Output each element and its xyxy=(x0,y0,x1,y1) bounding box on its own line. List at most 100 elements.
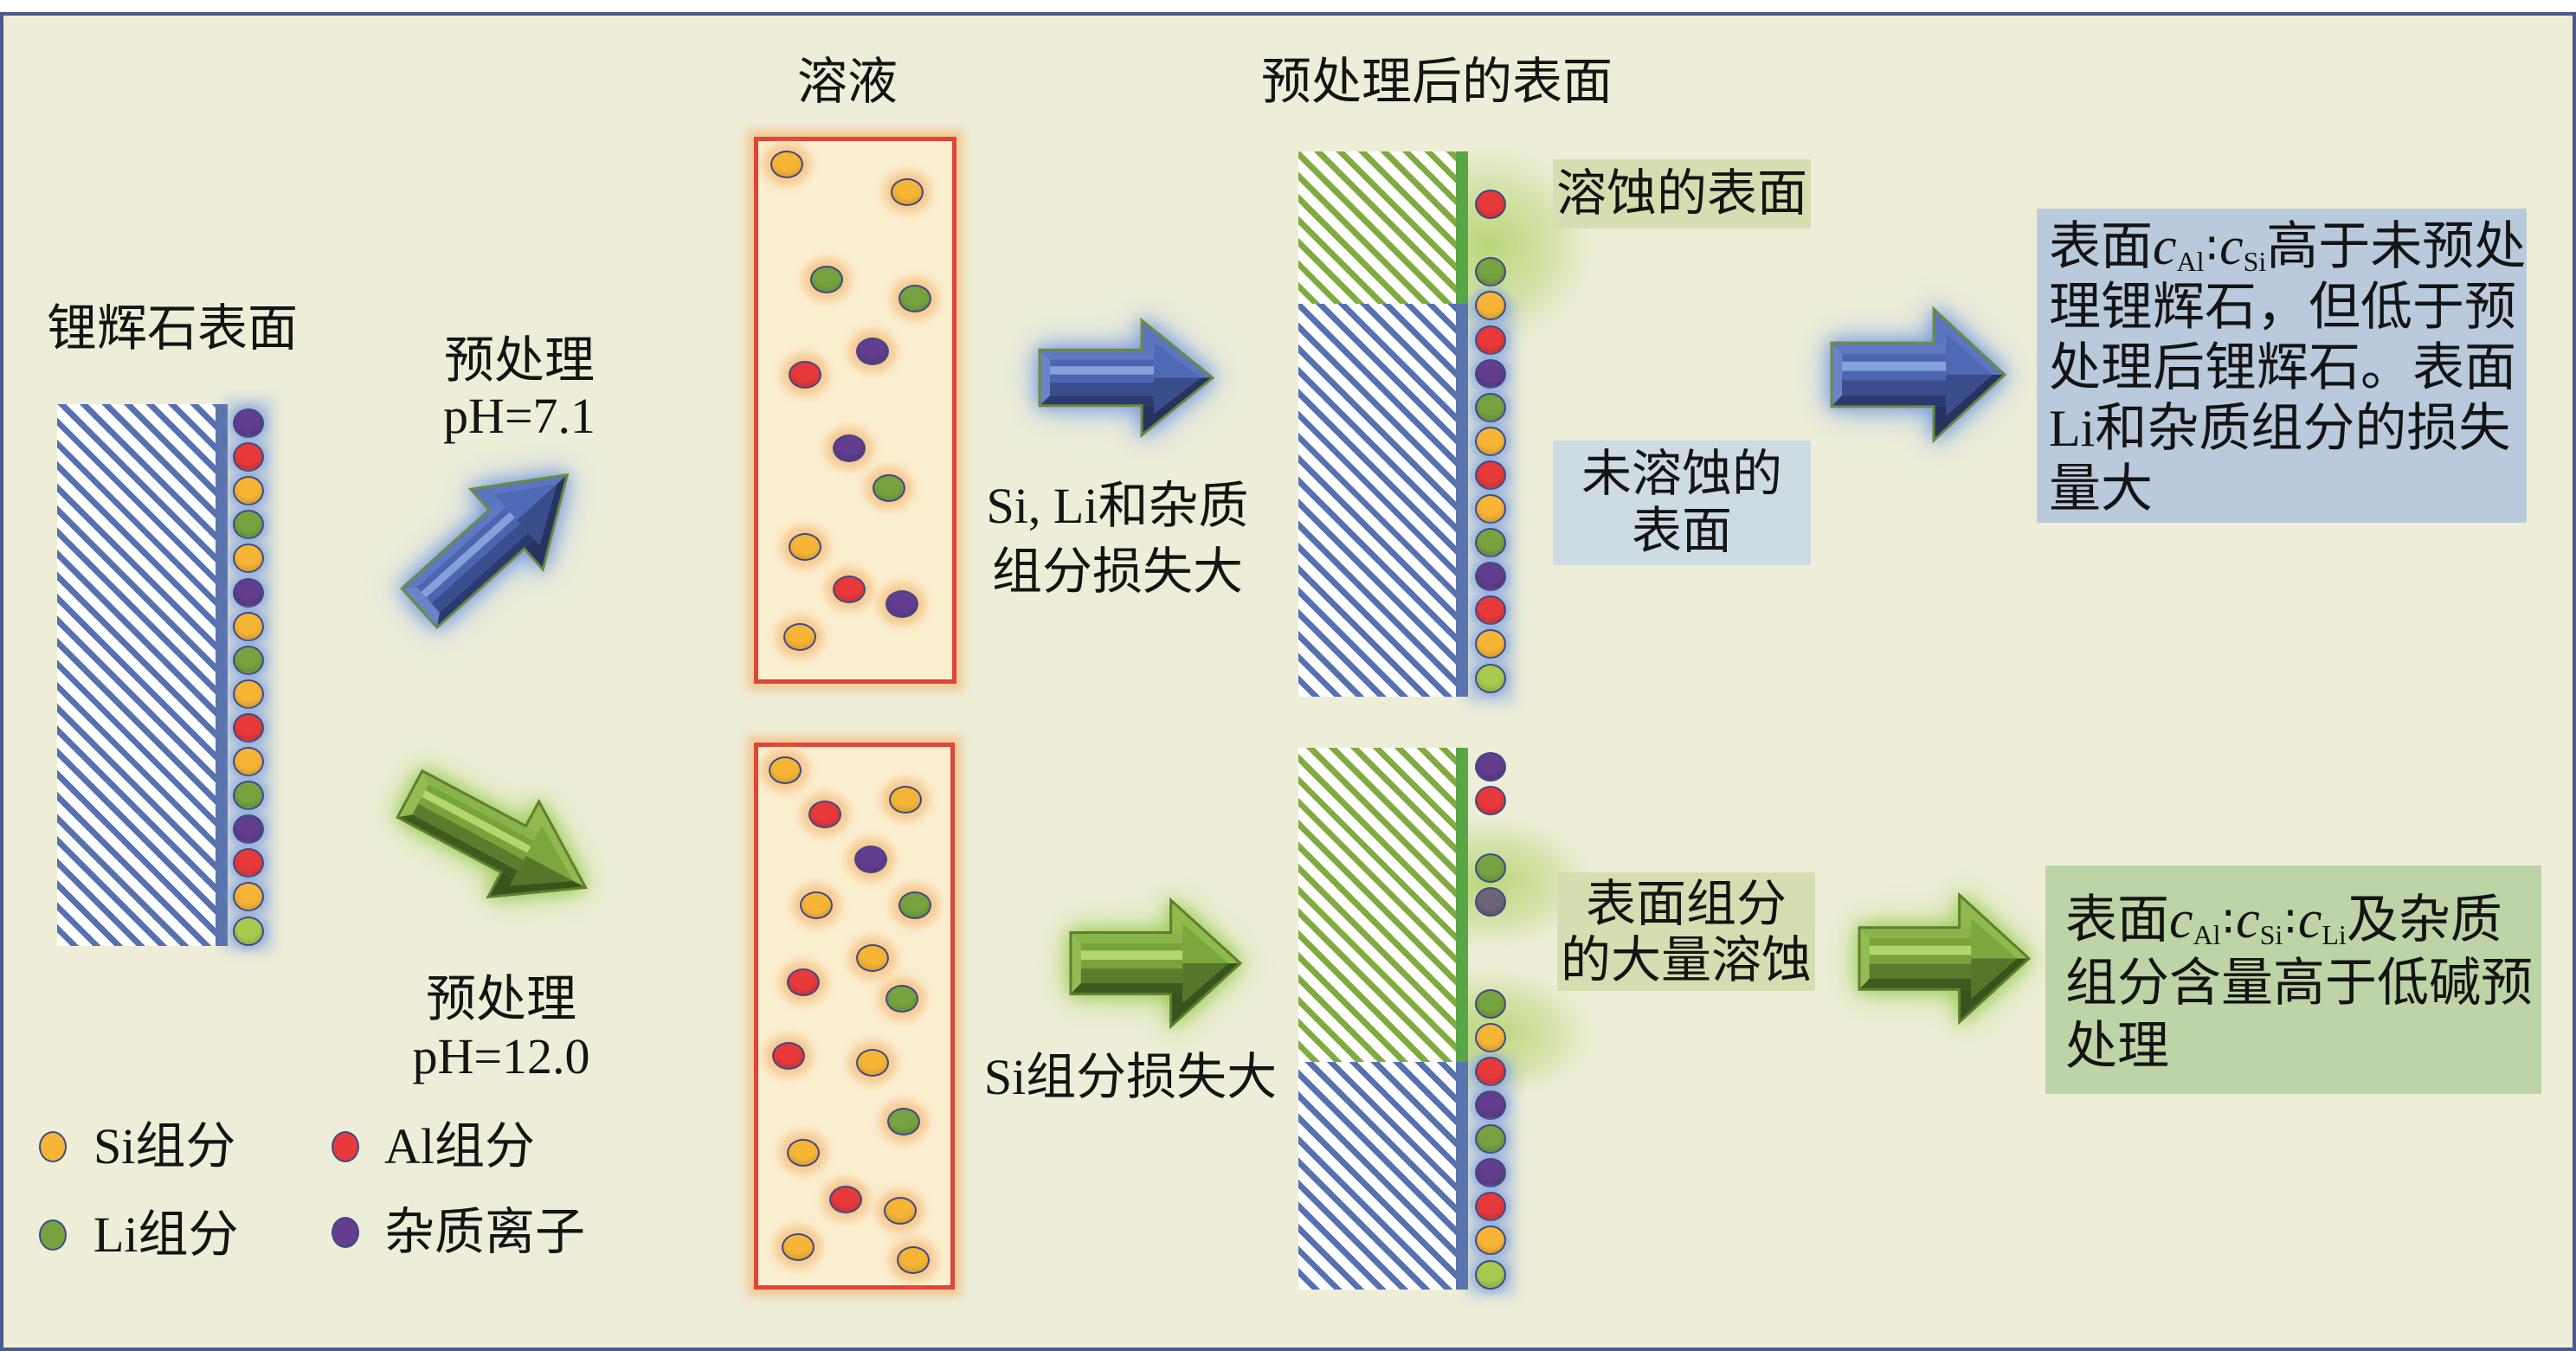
loss-high-ph-text: Si组分损失大 xyxy=(983,1049,1278,1105)
particle-impurity xyxy=(833,434,866,462)
etched-surface-layer xyxy=(1456,748,1468,1063)
formula-prefix: 表面 xyxy=(2065,891,2169,949)
arrow-top-bevel xyxy=(1071,932,1183,944)
conclusion-line: 处理 xyxy=(2065,1018,2169,1075)
particle-si xyxy=(1475,494,1506,524)
particle-si xyxy=(1475,291,1506,321)
arrow-outline xyxy=(384,746,611,935)
etched-layer xyxy=(1298,151,1456,305)
concentration-symbol: c xyxy=(2236,891,2260,949)
arrow-outline xyxy=(1832,309,2005,441)
particle-li xyxy=(233,781,264,811)
legend-al-dot xyxy=(332,1131,359,1162)
particle-al xyxy=(808,801,841,828)
treated-surface-layer-high-ph xyxy=(1456,748,1468,1290)
particle-impurity xyxy=(1475,1158,1506,1188)
particle-si xyxy=(891,178,924,206)
particle-si xyxy=(770,151,803,178)
arrow-left-bevel xyxy=(1040,350,1050,406)
arrow-head-upper-face xyxy=(1971,918,2018,959)
particle-al xyxy=(1475,1192,1506,1222)
particle-li xyxy=(1475,528,1506,558)
particle-si xyxy=(787,1139,820,1167)
particle-si xyxy=(800,891,833,919)
pretreat-high-ph-label: 预处理 pH=12.0 xyxy=(371,971,631,1085)
arrow-highlight xyxy=(1080,950,1183,960)
etched-layer xyxy=(1298,748,1456,1063)
legend-li-dot xyxy=(39,1219,67,1251)
particle-si xyxy=(769,756,802,784)
conclusion-line: 组分含量高于低碱预 xyxy=(2065,955,2533,1012)
particle-si xyxy=(233,476,264,506)
legend-si-dot xyxy=(39,1131,67,1162)
arrow-top-bevel xyxy=(1859,927,1972,939)
particle-al xyxy=(789,361,821,389)
treated-surface-title: 预处理后的表面 xyxy=(1261,54,1613,110)
label-line: 的大量溶蚀 xyxy=(1560,931,1812,988)
particle-al xyxy=(1475,595,1506,626)
arrow-right-icon xyxy=(1040,320,1213,435)
particle-si xyxy=(1475,1226,1506,1256)
particle-li-light xyxy=(233,916,264,946)
particle-si xyxy=(1475,629,1506,659)
arrow-highlight xyxy=(422,789,531,853)
formula-suffix: 及杂质 xyxy=(2346,891,2502,949)
arrow-down-right-icon xyxy=(384,746,611,935)
particle-li xyxy=(887,1108,920,1135)
concentration-symbol: c xyxy=(2153,217,2177,276)
particle-al xyxy=(833,576,866,603)
particle-impurity xyxy=(1475,1090,1506,1120)
conclusion-line: 理锂辉石，但低于预 xyxy=(2049,279,2516,336)
particle-si xyxy=(783,623,816,651)
conclusion-low-ph: 表面cAl∶cSi高于未预处 理锂辉石，但低于预 处理后锂辉石。表面 Li和杂质… xyxy=(2037,209,2527,523)
pretreat-low-title: 预处理 xyxy=(443,332,595,389)
particle-si xyxy=(1475,1022,1506,1052)
particle-li xyxy=(1475,1124,1506,1155)
arrow-top-bevel xyxy=(1832,343,1946,355)
particle-impurity xyxy=(1475,562,1506,592)
arrow-top-bevel xyxy=(1040,350,1154,360)
arrow-highlight xyxy=(1842,361,1946,371)
particle-impurity xyxy=(886,590,918,618)
unetched-surface-label: 未溶蚀的 表面 xyxy=(1553,441,1811,565)
particle-al xyxy=(1475,325,1506,355)
arrow-left-bevel xyxy=(1071,932,1081,994)
particle-li xyxy=(810,266,843,293)
particle-al xyxy=(772,1042,805,1070)
solution-title: 溶液 xyxy=(796,54,898,110)
arrow-shadow-band xyxy=(1842,380,1946,396)
particle-si xyxy=(856,944,889,972)
raw-surface-layer xyxy=(216,404,228,946)
label-line: 表面 xyxy=(1631,503,1732,559)
etched-surface-layer xyxy=(1456,151,1468,305)
legend-li-label: Li组分 xyxy=(93,1206,239,1263)
particle-si xyxy=(233,679,264,709)
legend-si-label: Si组分 xyxy=(93,1118,236,1174)
arrow-shadow-band xyxy=(1080,968,1183,983)
particle-li xyxy=(898,285,931,312)
arrow-right-icon xyxy=(1859,895,2029,1022)
ratio-separator: ∶ xyxy=(2206,225,2219,274)
particle-li-light xyxy=(1475,1259,1506,1290)
arrow-outline xyxy=(1071,900,1240,1026)
arrow-left-bevel xyxy=(397,770,428,818)
particle-al xyxy=(1475,190,1506,220)
conclusion-formula-line: 表面cAl∶cSi高于未预处 xyxy=(2049,216,2527,277)
particle-impurity-faded xyxy=(1475,887,1506,917)
etched-surface-label: 溶蚀的表面 xyxy=(1553,159,1811,228)
arrow-head-upper-face xyxy=(525,826,574,881)
particle-si xyxy=(1475,426,1506,456)
particle-li xyxy=(1475,257,1506,287)
arrow-head-upper-bevel xyxy=(525,801,586,888)
treated-surface-layer-low-ph xyxy=(1456,151,1468,697)
arrow-highlight xyxy=(1869,945,1972,955)
particle-impurity xyxy=(233,577,264,608)
legend-impurity-dot xyxy=(332,1217,359,1248)
conclusion-high-ph: 表面cAl∶cSi∶cLi及杂质 组分含量高于低碱预 处理 xyxy=(2045,865,2541,1094)
particle-impurity xyxy=(856,338,889,365)
particle-impurity xyxy=(233,814,264,845)
particle-al xyxy=(233,442,264,473)
particle-al xyxy=(233,712,264,743)
loss-low-ph-text: Si, Li和杂质 组分损失大 xyxy=(944,473,1291,605)
treated-mineral-body-low-ph xyxy=(1298,151,1456,697)
